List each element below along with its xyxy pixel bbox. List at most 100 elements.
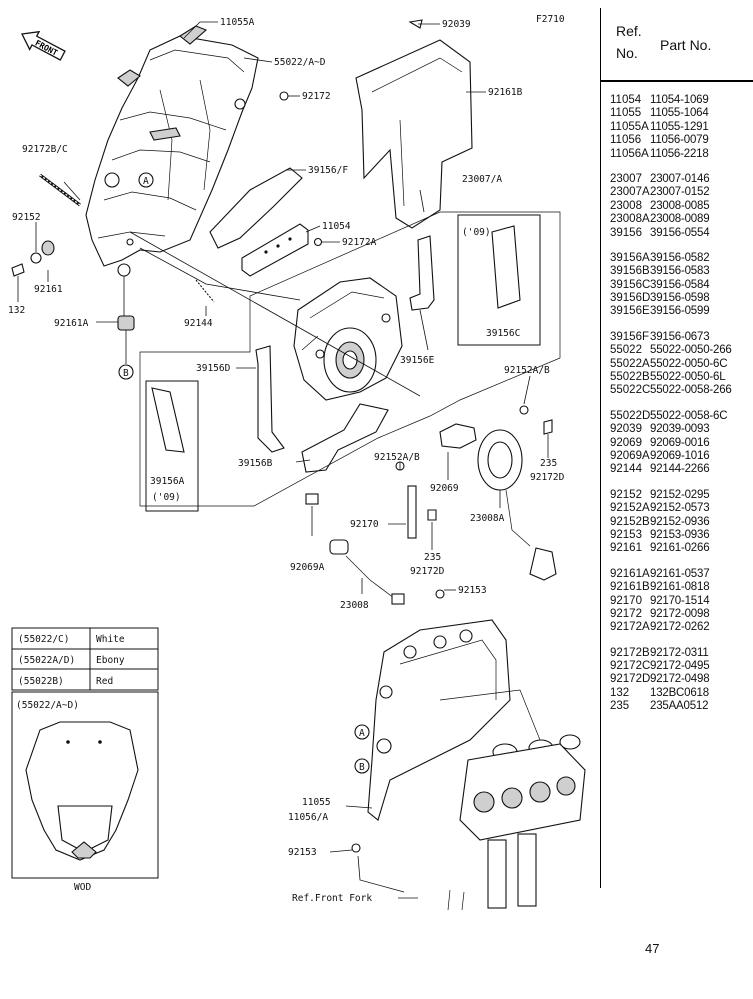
callout-92152ab-right: 92152A/B — [504, 365, 550, 376]
callout-92170: 92170 — [350, 519, 379, 530]
ref-no-cell: 39156D — [610, 292, 651, 305]
ref-no-cell: 92161 — [610, 542, 642, 555]
color-name-2: Ebony — [96, 655, 125, 666]
part-no-cell: 92161-0537 — [650, 567, 710, 580]
ref-no-cell: 92039 — [610, 423, 642, 436]
callout-39156c: 39156C — [486, 328, 520, 339]
ref-no-cell: 92069A — [610, 449, 650, 462]
ref-no-cell: 23007 — [610, 172, 642, 185]
callout-92153-bottom: 92153 — [288, 847, 317, 858]
screw-92172-part — [279, 91, 289, 101]
cowl-front-view-box: (55022/A~D) WOD — [11, 691, 159, 893]
color-code-3: (55022B) — [18, 676, 64, 687]
ref-no-cell: 55022A — [610, 357, 650, 370]
parts-table-header: Ref. No. Part No. — [600, 6, 753, 82]
ref-no-cell: 23008 — [610, 199, 642, 212]
ref-no-cell: 11054 — [610, 94, 642, 106]
marker-b-fork-text: B — [359, 762, 365, 773]
callout-92161b: 92161B — [488, 87, 523, 98]
ref-no-cell: 55022C — [610, 384, 651, 397]
page-number: 47 — [645, 941, 660, 956]
ref-no-cell: 92172A — [610, 621, 650, 634]
callout-55022ad: 55022/A~D — [274, 57, 326, 68]
table-row: 92153 92153-0936 — [600, 529, 753, 542]
part-no-cell: 92172-0311 — [650, 646, 709, 659]
callout-39156b: 39156B — [238, 458, 273, 469]
ref-no-cell: 92152 — [610, 488, 642, 501]
headlight-unit-part — [293, 277, 403, 401]
part-no-cell: 23007-0146 — [650, 172, 710, 185]
callout-23008a: 23008A — [470, 513, 505, 524]
panel-39156f-part — [209, 167, 303, 249]
marker-a-cowl — [138, 172, 154, 188]
callout-ref-front-fork: Ref.Front Fork — [292, 893, 372, 904]
bracket-39156d-part — [255, 345, 285, 453]
ref-no-cell: 11056A — [610, 147, 649, 160]
part-no-cell: 92152-0936 — [650, 515, 710, 528]
part-no-cell: 92172-0498 — [650, 673, 710, 686]
callout-39156d: 39156D — [196, 363, 231, 374]
part-no-cell: 132BC0618 — [650, 686, 709, 699]
headlight-cowl-part — [85, 25, 259, 277]
screw-92172d-right-part — [543, 419, 553, 435]
grommet-92161a-part — [117, 315, 135, 331]
callout-92069a: 92069A — [290, 562, 325, 573]
front-fork-assembly-part — [367, 619, 586, 911]
part-no-cell: 92153-0936 — [650, 528, 710, 541]
part-no-cell: 92069-1016 — [650, 449, 710, 462]
ref-no-cell: 23008A — [610, 213, 650, 226]
callout-92039: 92039 — [442, 19, 471, 30]
part-no-cell: 11055-1064 — [650, 107, 709, 120]
table-row: 23007 23007-0146 — [600, 173, 753, 186]
part-no-cell: 39156-0598 — [650, 292, 710, 305]
washer-92152ab-right-part — [519, 405, 529, 415]
callout-11054: 11054 — [322, 221, 351, 232]
ref-no-cell: 55022B — [610, 371, 650, 384]
callout-09-left: ('09) — [152, 492, 181, 503]
ref-no-cell: 92172B — [610, 646, 650, 659]
headlight-housing-outline — [139, 211, 561, 507]
ref-no-cell: 92152B — [610, 515, 650, 528]
ref-no-cell: 92153 — [610, 528, 642, 541]
exploded-parts-diagram: F2710 FRONT A — [8, 14, 586, 911]
part-no-cell: 39156-0673 — [650, 330, 710, 343]
part-no-cell: 92172-0262 — [650, 621, 710, 634]
part-no-cell: 92069-0016 — [650, 436, 710, 449]
cowl-box-label: (55022/A~D) — [16, 700, 79, 711]
color-table: (55022/C) White (55022A/D) Ebony (55022B… — [11, 627, 159, 691]
screw-92153-bottom-part — [351, 843, 361, 853]
color-code-1: (55022/C) — [18, 634, 69, 645]
bracket-11054-part — [241, 223, 309, 277]
part-no-cell: 39156-0583 — [650, 265, 710, 278]
ref-no-cell: 55022 — [610, 344, 642, 357]
ref-no-cell: 92069 — [610, 436, 642, 449]
cowl-box-wod: WOD — [74, 882, 91, 893]
screw-92172a-part — [313, 237, 323, 247]
callout-92172d-center: 92172D — [410, 566, 445, 577]
callout-23007a: 23007/A — [462, 174, 502, 185]
callout-92161: 92161 — [34, 284, 63, 295]
part-no-cell: 23008-0085 — [650, 199, 710, 212]
bracket-92161b-part — [355, 39, 473, 229]
